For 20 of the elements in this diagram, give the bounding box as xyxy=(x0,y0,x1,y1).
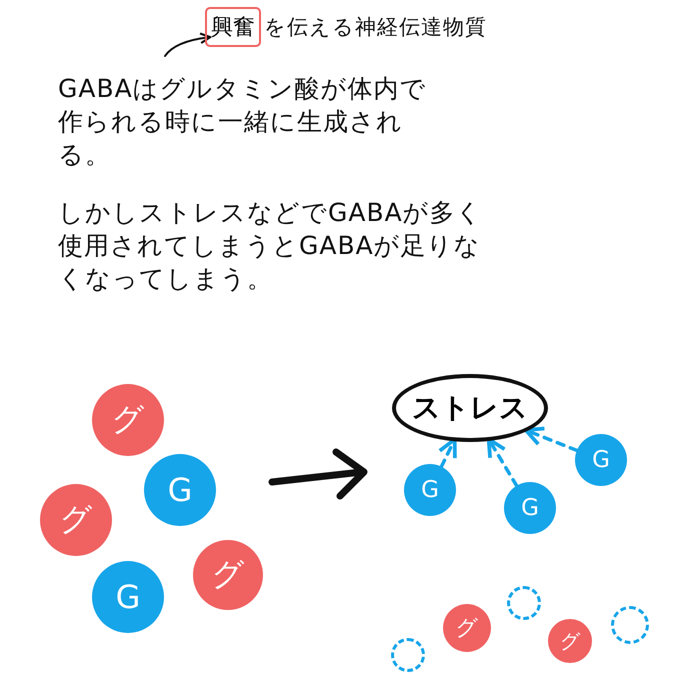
paragraph: しかしストレスなどでGABAが多く使用されてしまうとGABAが足りなくなってしまう。 xyxy=(58,197,484,295)
stress-ellipse: ストレス xyxy=(392,374,548,442)
molecule-circle: G xyxy=(504,482,556,534)
molecule-circle: グ xyxy=(40,484,112,556)
molecule-circle: グ xyxy=(92,384,164,456)
molecule-circle: G xyxy=(144,454,216,526)
molecule-circle: G xyxy=(92,561,164,633)
annotation-text: を伝える神経伝達物質 xyxy=(264,14,487,40)
empty-dashed-circle xyxy=(391,638,425,672)
molecule-circle: グ xyxy=(443,604,491,652)
molecule-circle: グ xyxy=(548,619,592,663)
boxed-word: 興奮 xyxy=(205,7,261,47)
dashed-arrow xyxy=(524,426,579,452)
molecule-circle: グ xyxy=(193,540,263,610)
paragraph: GABAはグルタミン酸が体内で作られる時に一緒に生成される。 xyxy=(58,73,428,171)
empty-dashed-circle xyxy=(507,586,541,620)
molecule-circle: G xyxy=(575,434,627,486)
molecule-circle: G xyxy=(404,464,456,516)
empty-dashed-circle xyxy=(611,606,649,644)
leader-arrow xyxy=(164,32,212,57)
